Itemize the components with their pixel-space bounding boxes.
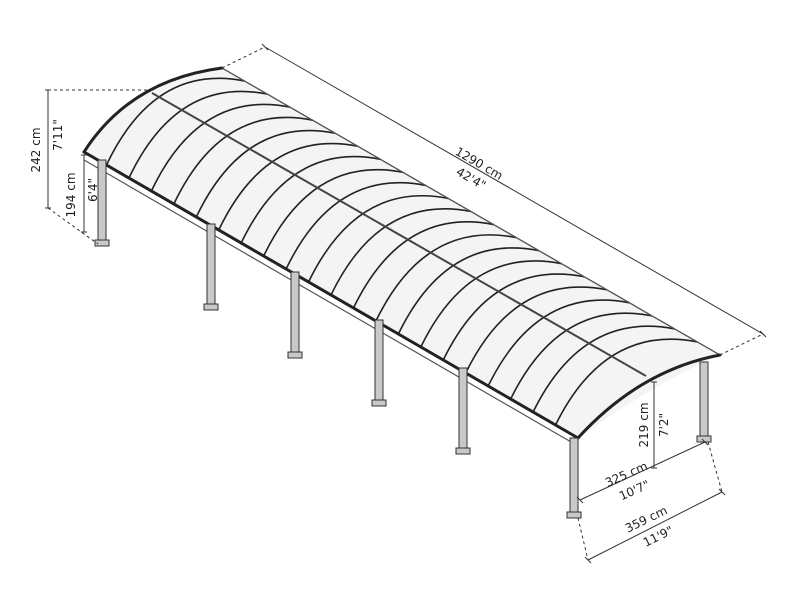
roof-rafter bbox=[105, 77, 245, 166]
posts bbox=[94, 159, 712, 519]
post-front-height-imperial-label: 7'2" bbox=[657, 413, 671, 437]
roof-rafters bbox=[105, 77, 698, 426]
roof-rafter bbox=[487, 299, 630, 387]
post-front-height-metric-label: 219 cm bbox=[637, 402, 651, 447]
post-front-1-base bbox=[94, 239, 110, 247]
roof-rafter bbox=[330, 207, 472, 296]
front-eave-beam-lower bbox=[83, 159, 579, 447]
post-front-6 bbox=[569, 437, 579, 517]
back-eave-beam bbox=[221, 67, 721, 356]
roof-ridge-beam bbox=[151, 92, 647, 377]
roof-rafter bbox=[195, 129, 336, 218]
left-end-arch bbox=[82, 66, 224, 154]
roof-rafter bbox=[307, 194, 449, 283]
roof-rafter bbox=[554, 338, 698, 426]
dimension-post-height-back: 194 cm 6'4" bbox=[64, 154, 100, 233]
dimension-total-height: 242 cm 7'11" bbox=[29, 89, 152, 245]
post-back-right bbox=[699, 361, 709, 441]
post-back-height-imperial-label: 6'4" bbox=[86, 178, 100, 202]
dimension-inner-width: 325 cm 10'7" bbox=[576, 438, 709, 504]
roof-rafter bbox=[262, 168, 404, 257]
roof-rafter bbox=[150, 103, 291, 192]
roof-rafter bbox=[375, 234, 517, 322]
roof-rafter bbox=[285, 181, 426, 270]
roof-rafter bbox=[465, 286, 607, 374]
roof-surface bbox=[84, 68, 720, 438]
roof-rafter bbox=[532, 325, 675, 413]
roof-rafter bbox=[218, 142, 358, 231]
roof-rafter bbox=[173, 116, 313, 205]
post-front-4 bbox=[374, 319, 384, 405]
roof-rafter bbox=[420, 260, 562, 348]
post-front-4-base bbox=[371, 399, 387, 407]
post-back-height-metric-label: 194 cm bbox=[64, 172, 78, 217]
post-front-3-base bbox=[287, 351, 303, 359]
roof-rafter bbox=[442, 273, 585, 361]
post-front-5-base bbox=[455, 447, 471, 455]
post-front-5 bbox=[458, 367, 468, 453]
roof-rafter bbox=[352, 221, 494, 309]
dimension-outer-width: 359 cm 11'9" bbox=[577, 441, 726, 564]
post-front-6-base bbox=[566, 511, 582, 519]
post-front-2 bbox=[206, 223, 216, 309]
total-height-metric-label: 242 cm bbox=[29, 127, 43, 172]
right-end-arch bbox=[576, 353, 722, 440]
post-front-2-base bbox=[203, 303, 219, 311]
dimension-post-height-front: 219 cm 7'2" bbox=[637, 381, 671, 469]
roof-rafter bbox=[397, 247, 540, 335]
front-eave-beam bbox=[82, 150, 580, 440]
roof-rafter bbox=[509, 312, 653, 400]
total-height-imperial-label: 7'11" bbox=[51, 119, 65, 151]
roof-rafter bbox=[128, 90, 268, 179]
post-front-3 bbox=[290, 271, 300, 357]
roof-rafter bbox=[240, 155, 381, 244]
